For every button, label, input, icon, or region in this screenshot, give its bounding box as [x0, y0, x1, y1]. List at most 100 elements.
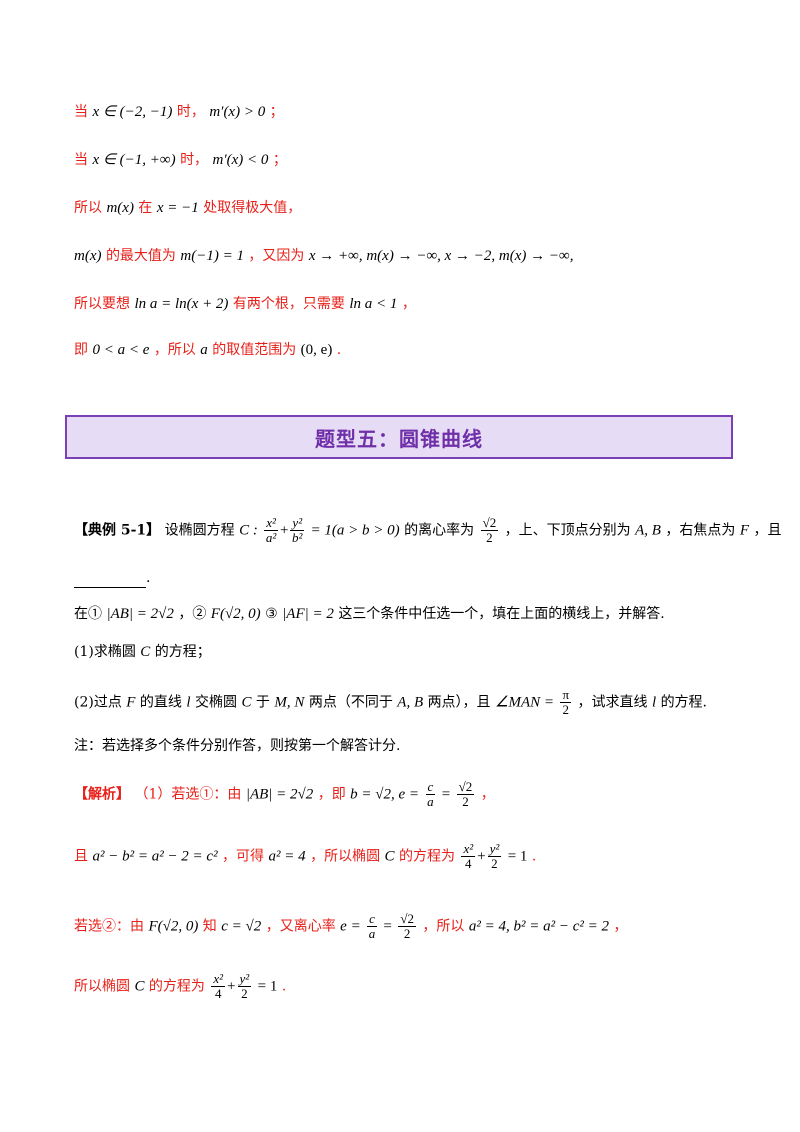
text: 即 [74, 342, 88, 358]
solution-label: 【解析】 [74, 786, 130, 803]
text: 的最大值为 [105, 248, 176, 264]
math-function: m(x) [74, 248, 102, 264]
math-e: e = [340, 918, 361, 935]
text: 的方程； [154, 644, 211, 660]
text: 处取得极大值， [203, 200, 302, 216]
denominator: 4 [465, 856, 472, 871]
text: 注：若选择多个条件分别作答，则按第一个解答计分. [74, 738, 401, 754]
text: 所以椭圆 [74, 978, 130, 995]
math-equals-one: = 1 [257, 978, 278, 995]
text: ； [272, 152, 287, 168]
math-relation: a² − b² = a² − 2 = c² [92, 848, 218, 865]
text: 时， [180, 152, 209, 168]
answer-blank[interactable] [74, 573, 146, 588]
math-condition-2: F(√2, 0) [210, 606, 261, 622]
text: 的方程. [660, 694, 708, 711]
text: ，右焦点为 [665, 522, 736, 539]
denominator: a [427, 794, 434, 809]
text: 所以要想 [74, 296, 130, 312]
math-condition-2: F(√2, 0) [148, 918, 199, 935]
denominator: a² [265, 530, 277, 545]
math-point: F [126, 694, 136, 711]
text-line-4: m(x) 的最大值为 m(−1) = 1 ，又因为 x → +∞, m(x) →… [74, 246, 573, 266]
text: (1)求椭圆 [74, 644, 136, 660]
math-points: A, B [635, 522, 661, 539]
text: （1）若选①：由 [134, 786, 242, 803]
math-function: m(x) [106, 200, 134, 216]
numerator: π [560, 687, 572, 703]
denominator: 2 [403, 926, 411, 941]
text: 两点（不同于 [308, 694, 393, 711]
math-ellipse: C [384, 848, 395, 865]
denominator: 2 [562, 702, 569, 717]
section-title-banner: 题型五：圆锥曲线 [65, 415, 733, 459]
denominator: 2 [241, 986, 248, 1001]
text-line-1: 当 x ∈ (−2, −1) 时， m′(x) > 0 ； [74, 102, 284, 122]
section-title: 题型五：圆锥曲线 [315, 426, 483, 451]
math-b-value: b = √2, e = [350, 786, 420, 803]
solution-line-1: 【解析】 （1）若选①：由 |AB| = 2√2 ，即 b = √2, e = … [74, 780, 495, 809]
text: 的直线 [139, 694, 182, 711]
math-angle: ∠MAN = [495, 694, 554, 711]
numerator: c [427, 779, 434, 794]
text: 设椭圆方程 [164, 522, 235, 539]
math-ellipse: C [241, 694, 252, 711]
numerator: √2 [480, 515, 499, 531]
math-ellipse: C [140, 644, 151, 660]
text: ， [480, 786, 495, 803]
numerator: y² [489, 841, 500, 856]
text: 两点），且 [427, 694, 491, 711]
math-a-squared: a² = 4 [268, 848, 306, 865]
plus-sign: + [279, 522, 289, 539]
text-line-2: 当 x ∈ (−1, +∞) 时， m′(x) < 0 ； [74, 150, 287, 170]
text: ，又离心率 [265, 918, 336, 935]
text: ，且 [753, 522, 782, 539]
text: ，上、下顶点分别为 [504, 522, 631, 539]
equals-sign: = [383, 918, 392, 935]
solution-line-2: 且 a² − b² = a² − 2 = c² ，可得 a² = 4 ，所以椭圆… [74, 842, 536, 871]
text-line-3: 所以 m(x) 在 x = −1 处取得极大值， [74, 198, 301, 218]
math-condition-1: |AB| = 2√2 [245, 786, 314, 803]
math-line: l [186, 694, 191, 711]
text: ； [269, 104, 284, 120]
question-2-line: (2)过点 F 的直线 l 交椭圆 C 于 M, N 两点（不同于 A, B 两… [74, 688, 707, 717]
text: 知 [202, 918, 217, 935]
note-line: 注：若选择多个条件分别作答，则按第一个解答计分. [74, 736, 400, 756]
text-line-6: 即 0 < a < e ，所以 a 的取值范围为 (0, e) . [74, 340, 341, 360]
numerator: y² [292, 515, 303, 530]
text: 当 [74, 152, 88, 168]
numerator: x² [463, 841, 474, 856]
denominator: 2 [486, 530, 493, 545]
text: 的离心率为 [404, 522, 475, 539]
math-points: A, B [397, 694, 424, 711]
math-condition-3: |AF| = 2 [282, 606, 334, 622]
denominator: 2 [491, 856, 498, 871]
math-interval: x ∈ (−2, −1) [92, 104, 173, 120]
text: 时， [176, 104, 205, 120]
text: ，所以 [153, 342, 196, 358]
text: 有两个根，只需要 [232, 296, 345, 312]
numerator: x² [266, 515, 276, 530]
math-c-value: c = √2 [221, 918, 262, 935]
text: . [281, 978, 287, 995]
text: 若选②：由 [74, 918, 144, 935]
numerator: x² [213, 971, 224, 986]
text: 的方程为 [148, 978, 205, 995]
example-label: 【典例 5-1】 [74, 522, 161, 539]
question-1-line: (1)求椭圆 C 的方程； [74, 642, 211, 662]
text: 这三个条件中任选一个，填在上面的横线上，并解答. [338, 606, 665, 622]
text: . [336, 342, 342, 358]
example-conditions-line: 在① |AB| = 2√2 ，② F(√2, 0) ③ |AF| = 2 这三个… [74, 604, 665, 624]
math-derivative-sign: m′(x) < 0 [212, 152, 269, 168]
example-blank-line: . [74, 568, 150, 588]
math-interval: x ∈ (−1, +∞) [92, 152, 176, 168]
plus-sign: + [477, 848, 486, 865]
math-points: M, N [274, 694, 305, 711]
math-line: l [651, 694, 657, 711]
text: ③ [265, 606, 278, 622]
